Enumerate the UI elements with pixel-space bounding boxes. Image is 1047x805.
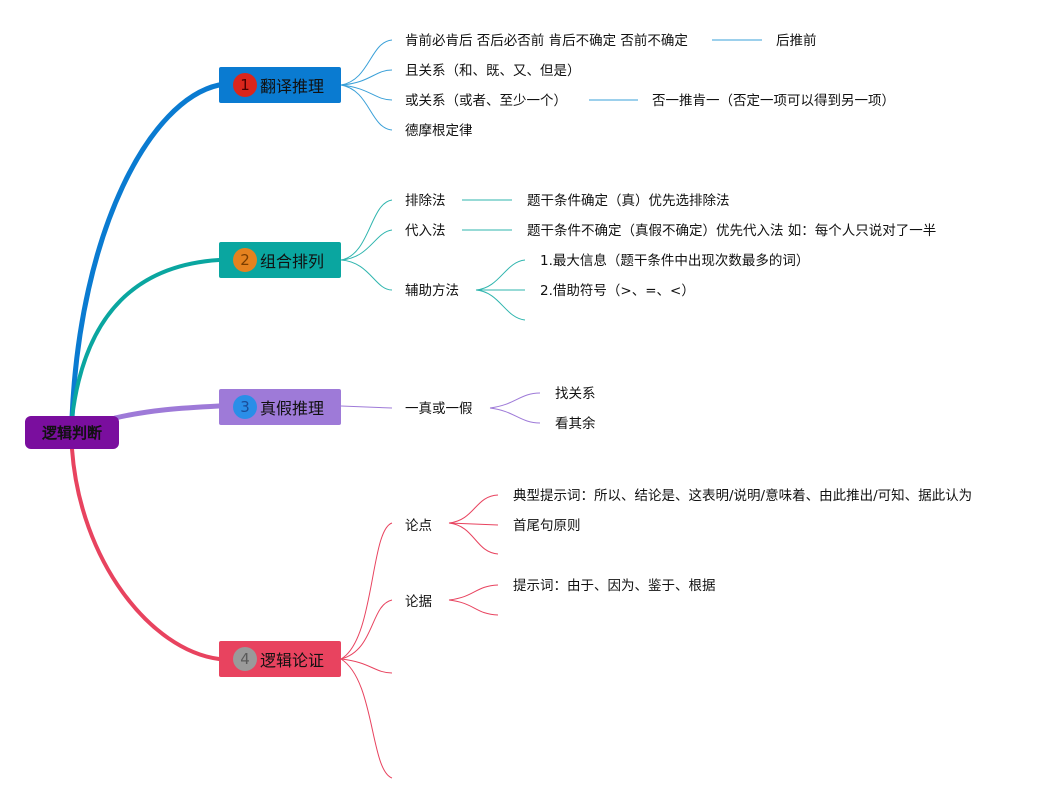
branch-line-2 [70,258,221,420]
leaf-node[interactable]: 1.最大信息（题干条件中出现次数最多的词） [540,253,810,269]
leaf-node[interactable]: 否一推肯一（否定一项可以得到另一项） [652,93,895,109]
leaf-node[interactable]: 且关系（和、既、又、但是） [405,63,581,79]
leaf-node[interactable]: 德摩根定律 [405,123,473,139]
branch-node-3[interactable]: 3 真假推理 [219,389,341,425]
number-4-icon: 4 [233,647,257,671]
root-node[interactable]: 逻辑判断 [25,416,119,449]
leaf-node[interactable]: 题干条件确定（真）优先选排除法 [527,193,730,209]
leaf-node[interactable]: 2.借助符号（>、=、<） [540,283,695,299]
number-2-icon: 2 [233,248,257,272]
branch-4-leaf-lines [340,494,499,779]
leaf-node[interactable]: 首尾句原则 [513,518,581,534]
leaf-node[interactable]: 一真或一假 [405,401,473,417]
leaf-node[interactable]: 论点 [405,518,432,534]
leaf-node[interactable]: 肯前必肯后 否后必否前 肯后不确定 否前不确定 [405,33,688,49]
branch-1-leaf-lines [340,39,762,131]
branch-line-4 [70,447,221,661]
leaf-node[interactable]: 论据 [405,594,432,610]
branch-node-4[interactable]: 4 逻辑论证 [219,641,341,677]
leaf-node[interactable]: 提示词：由于、因为、鉴于、根据 [513,578,716,594]
branch-label: 组合排列 [260,252,325,271]
leaf-node[interactable]: 排除法 [405,193,446,209]
branch-2-leaf-lines [340,199,526,321]
leaf-node[interactable]: 辅助方法 [405,283,459,299]
leaf-node[interactable]: 题干条件不确定（真假不确定）优先代入法 如：每个人只说对了一半 [527,223,937,239]
branch-label: 翻译推理 [260,77,325,96]
leaf-node[interactable]: 后推前 [776,33,817,49]
branch-line-3 [112,403,222,421]
root-label: 逻辑判断 [41,424,102,442]
branch-label: 真假推理 [260,399,325,418]
leaf-node[interactable]: 或关系（或者、至少一个） [405,93,567,109]
leaf-node[interactable]: 代入法 [405,223,446,239]
leaf-node[interactable]: 典型提示词：所以、结论是、这表明/说明/意味着、由此推出/可知、据此认为 [513,488,973,504]
branch-label: 逻辑论证 [260,651,325,670]
branch-3-leaf-lines [340,392,541,424]
branch-line-1 [69,82,222,421]
leaf-node[interactable]: 看其余 [555,416,596,432]
branch-node-2[interactable]: 2 组合排列 [219,242,341,278]
number-1-icon: 1 [233,73,257,97]
branch-node-1[interactable]: 1 翻译推理 [219,67,341,103]
number-3-icon: 3 [233,395,257,419]
leaf-node[interactable]: 找关系 [555,386,596,402]
